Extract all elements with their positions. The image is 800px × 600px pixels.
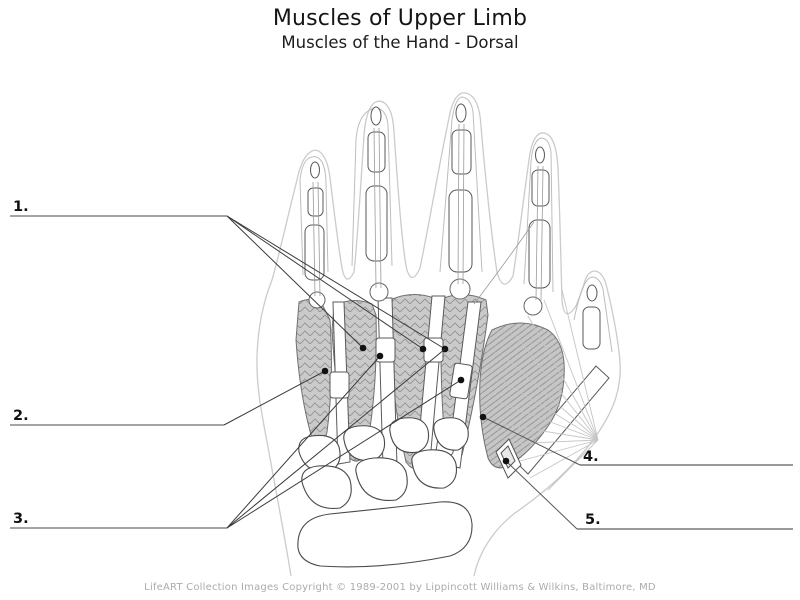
carpal-bones: [297, 417, 473, 568]
label-1-pointer-lines: [226, 215, 446, 350]
callout-labels: 1. 2. 3.: [10, 199, 793, 530]
finger-bones: [304, 103, 601, 350]
label-2-number: 2.: [13, 408, 29, 424]
label-5-number: 5.: [585, 512, 601, 528]
page-title: Muscles of Upper Limb: [272, 6, 528, 31]
hand-line-art: [256, 92, 621, 577]
label-2-callout: 2.: [10, 367, 329, 426]
label-2-dot: [321, 367, 329, 375]
page-header: Muscles of Upper Limb Muscles of the Han…: [0, 6, 800, 52]
first-dorsal-interosseous-muscle: [479, 322, 565, 469]
label-5-pointer-line: [505, 460, 578, 530]
label-4-pointer-line: [482, 416, 581, 466]
finger-inner-outlines: [299, 96, 613, 353]
page-subtitle: Muscles of the Hand - Dorsal: [281, 33, 519, 52]
label-3-callout: 3.: [10, 348, 465, 529]
label-3-dot-a: [376, 352, 384, 360]
label-4-callout: 4.: [479, 413, 793, 466]
label-1-number: 1.: [13, 199, 29, 215]
copyright-notice: LifeART Collection Images Copyright © 19…: [144, 582, 656, 593]
label-3-dot-b: [457, 376, 465, 384]
label-4-number: 4.: [583, 449, 599, 465]
extensor-tendon-lines: [312, 123, 544, 305]
skin-outline: [256, 92, 621, 577]
label-3-pointer-lines: [226, 348, 462, 529]
label-2-pointer-line: [223, 370, 326, 426]
label-1-dot-a: [359, 344, 367, 352]
label-4-dot: [479, 413, 487, 421]
label-1-callout: 1.: [10, 199, 449, 353]
label-1-dot-b: [419, 345, 427, 353]
label-5-dot: [502, 457, 510, 465]
label-5-callout: 5.: [502, 457, 793, 530]
thumb-fascia-fan: [497, 289, 599, 491]
knuckle-heads: [308, 278, 543, 316]
label-3-number: 3.: [13, 511, 29, 527]
